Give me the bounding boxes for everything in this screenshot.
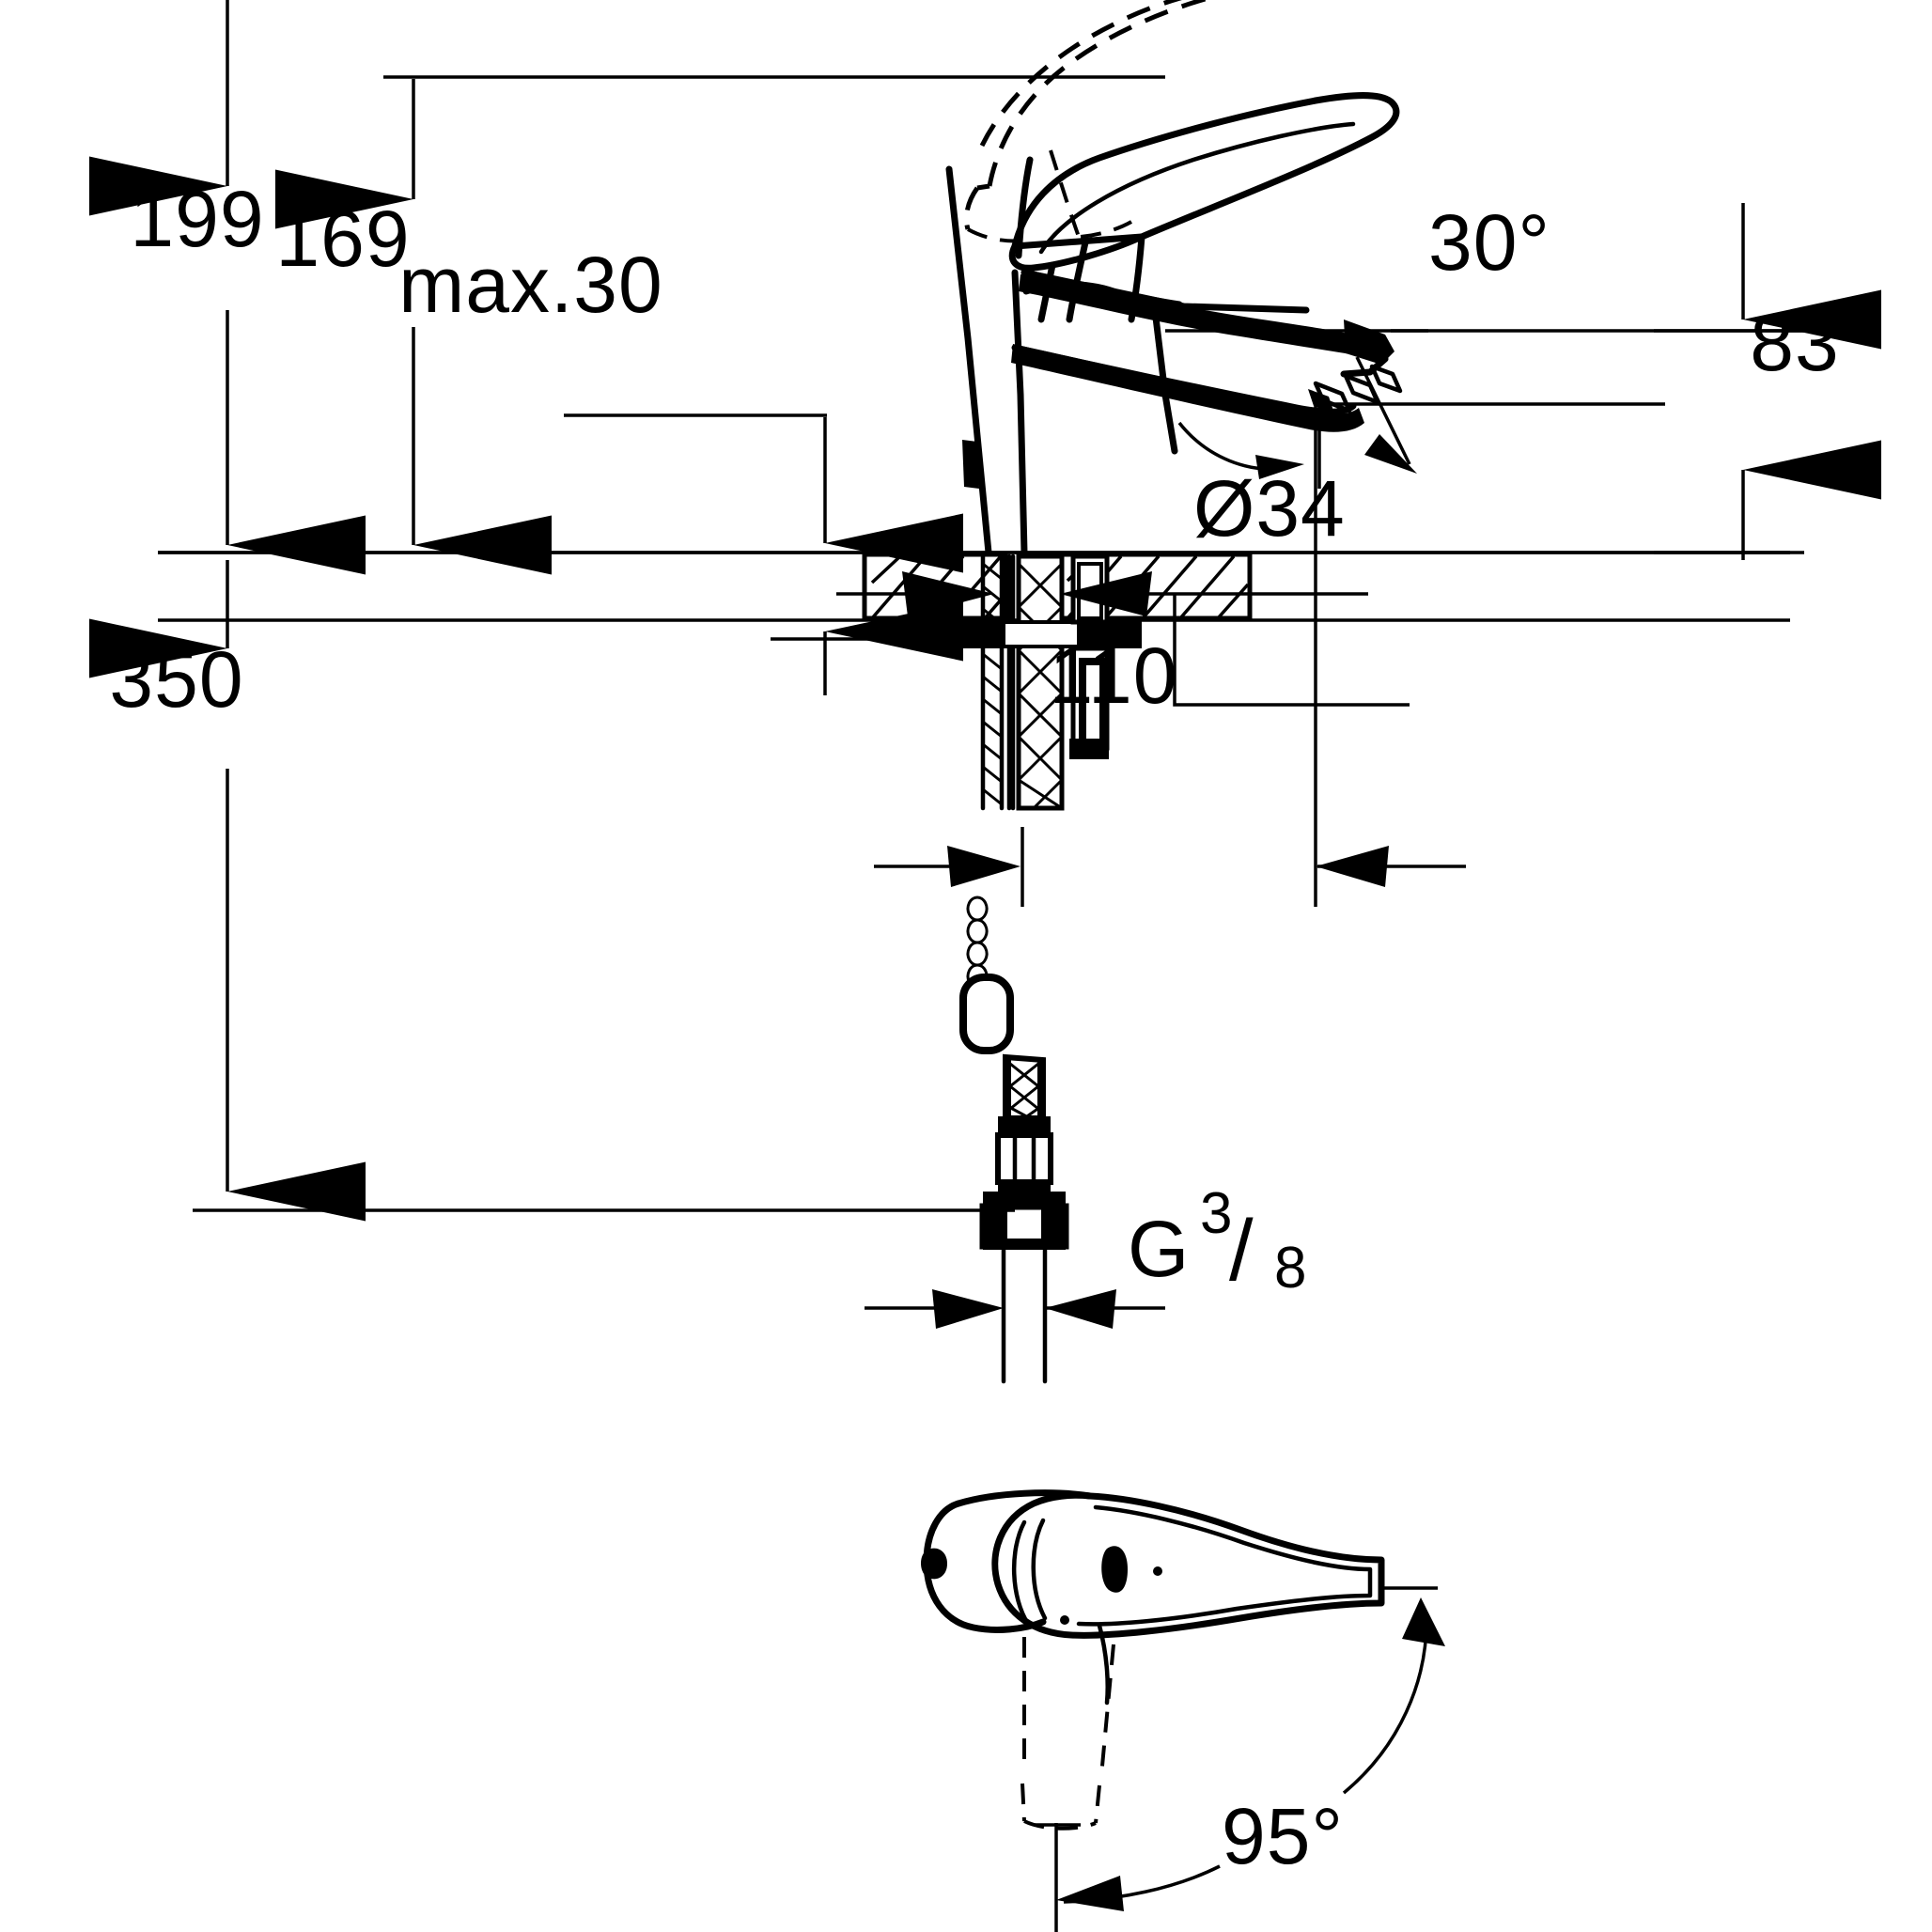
dimension-169 xyxy=(275,75,1165,575)
dimension-max30 xyxy=(564,413,963,695)
dimension-30deg xyxy=(1165,329,1665,489)
spout-nose-solid xyxy=(1344,319,1394,365)
lever-plan-skirt-arc xyxy=(1031,1518,1048,1621)
g38-connector-nut xyxy=(979,1192,1069,1250)
label-thread-denominator: 8 xyxy=(1274,1236,1307,1301)
spout-underside-solid xyxy=(1011,344,1364,432)
dimension-95deg xyxy=(1034,1586,1445,1932)
body-index-marker xyxy=(962,440,979,489)
lever-raised-connector xyxy=(976,183,990,191)
label-spout-height: 169 xyxy=(275,195,410,283)
hose-sleeve-upper xyxy=(1016,553,1065,811)
lever-handle-outline xyxy=(1011,92,1400,250)
lever-plan-view xyxy=(921,1489,1385,1831)
lever-plan-hidden-right-lower xyxy=(1094,1784,1101,1824)
lever-plan-hidden-left-lower xyxy=(1021,1783,1026,1822)
lever-plan-pin xyxy=(1153,1566,1162,1576)
hose-coupling xyxy=(995,1116,1053,1192)
lever-plan-slot xyxy=(1101,1546,1128,1593)
spout-top-surface xyxy=(1019,274,1361,355)
label-thread-slash: / xyxy=(1229,1203,1254,1299)
label-total-height: 199 xyxy=(130,175,264,263)
countertop-section xyxy=(158,551,1790,622)
lever-raised-rib-right xyxy=(1080,220,1132,239)
body-right-edge xyxy=(1011,269,1028,556)
lever-raised-pivot-arc xyxy=(963,186,980,230)
body-left-edge xyxy=(945,165,992,556)
label-swivel-angle: 95° xyxy=(1222,1792,1344,1880)
label-thread-numerator: 3 xyxy=(1200,1181,1233,1246)
braid-edge-right xyxy=(1037,1058,1045,1120)
lever-plan-hidden-right xyxy=(1099,1644,1115,1777)
braid-edge-left xyxy=(1004,1056,1011,1120)
lever-plan-index-dot xyxy=(921,1548,947,1580)
faucet-body-elevation xyxy=(945,0,1403,556)
dimension-83 xyxy=(1391,203,1881,560)
lever-raised-rib-left xyxy=(1049,149,1081,238)
lever-raised-outline-upper xyxy=(987,0,1211,187)
fixing-plate-bore xyxy=(1002,620,1081,648)
lever-plan-cap-outer xyxy=(923,1500,1047,1633)
label-below-deck-length: 350 xyxy=(109,635,243,724)
label-thread-size: G 3 / 8 xyxy=(1128,1181,1307,1301)
dimension-350 xyxy=(89,560,1015,1222)
lever-plan-edge-down xyxy=(1097,1623,1110,1706)
spout-rear-flank xyxy=(1152,314,1178,455)
dimension-g38 xyxy=(865,1250,1165,1334)
hose-weight xyxy=(959,974,1014,1054)
body-front-curve xyxy=(1015,156,1034,259)
label-spout-projection: 110 xyxy=(1050,631,1178,720)
lever-plan-body-inner xyxy=(1076,1504,1373,1627)
spout-base-arc xyxy=(1022,281,1122,297)
lever-plan-skirt-arc-2 xyxy=(1011,1519,1031,1627)
swivel-arrow-lower xyxy=(1056,1876,1124,1911)
lever-handle-inner-edge xyxy=(1038,121,1356,255)
lever-plan-pin-lower xyxy=(1060,1615,1069,1625)
label-outlet-angle: 30° xyxy=(1428,198,1550,287)
lever-raised-outline-lower xyxy=(979,0,1183,148)
label-max-deck-thickness: max.30 xyxy=(398,241,662,329)
label-hole-diameter: Ø34 xyxy=(1193,464,1346,553)
lever-plan-body xyxy=(991,1491,1385,1639)
dimension-110 xyxy=(874,395,1466,907)
lever-plan-hidden-bottom xyxy=(1023,1819,1097,1831)
lever-handle-tip xyxy=(1008,233,1145,272)
swivel-arc-upper xyxy=(1342,1613,1428,1795)
dimension-d34 xyxy=(836,571,1410,707)
label-outlet-height: 83 xyxy=(1750,299,1839,387)
label-thread-prefix: G xyxy=(1128,1205,1190,1293)
swivel-arrow-upper xyxy=(1402,1597,1445,1646)
flexible-supply-hose xyxy=(959,896,1069,1384)
